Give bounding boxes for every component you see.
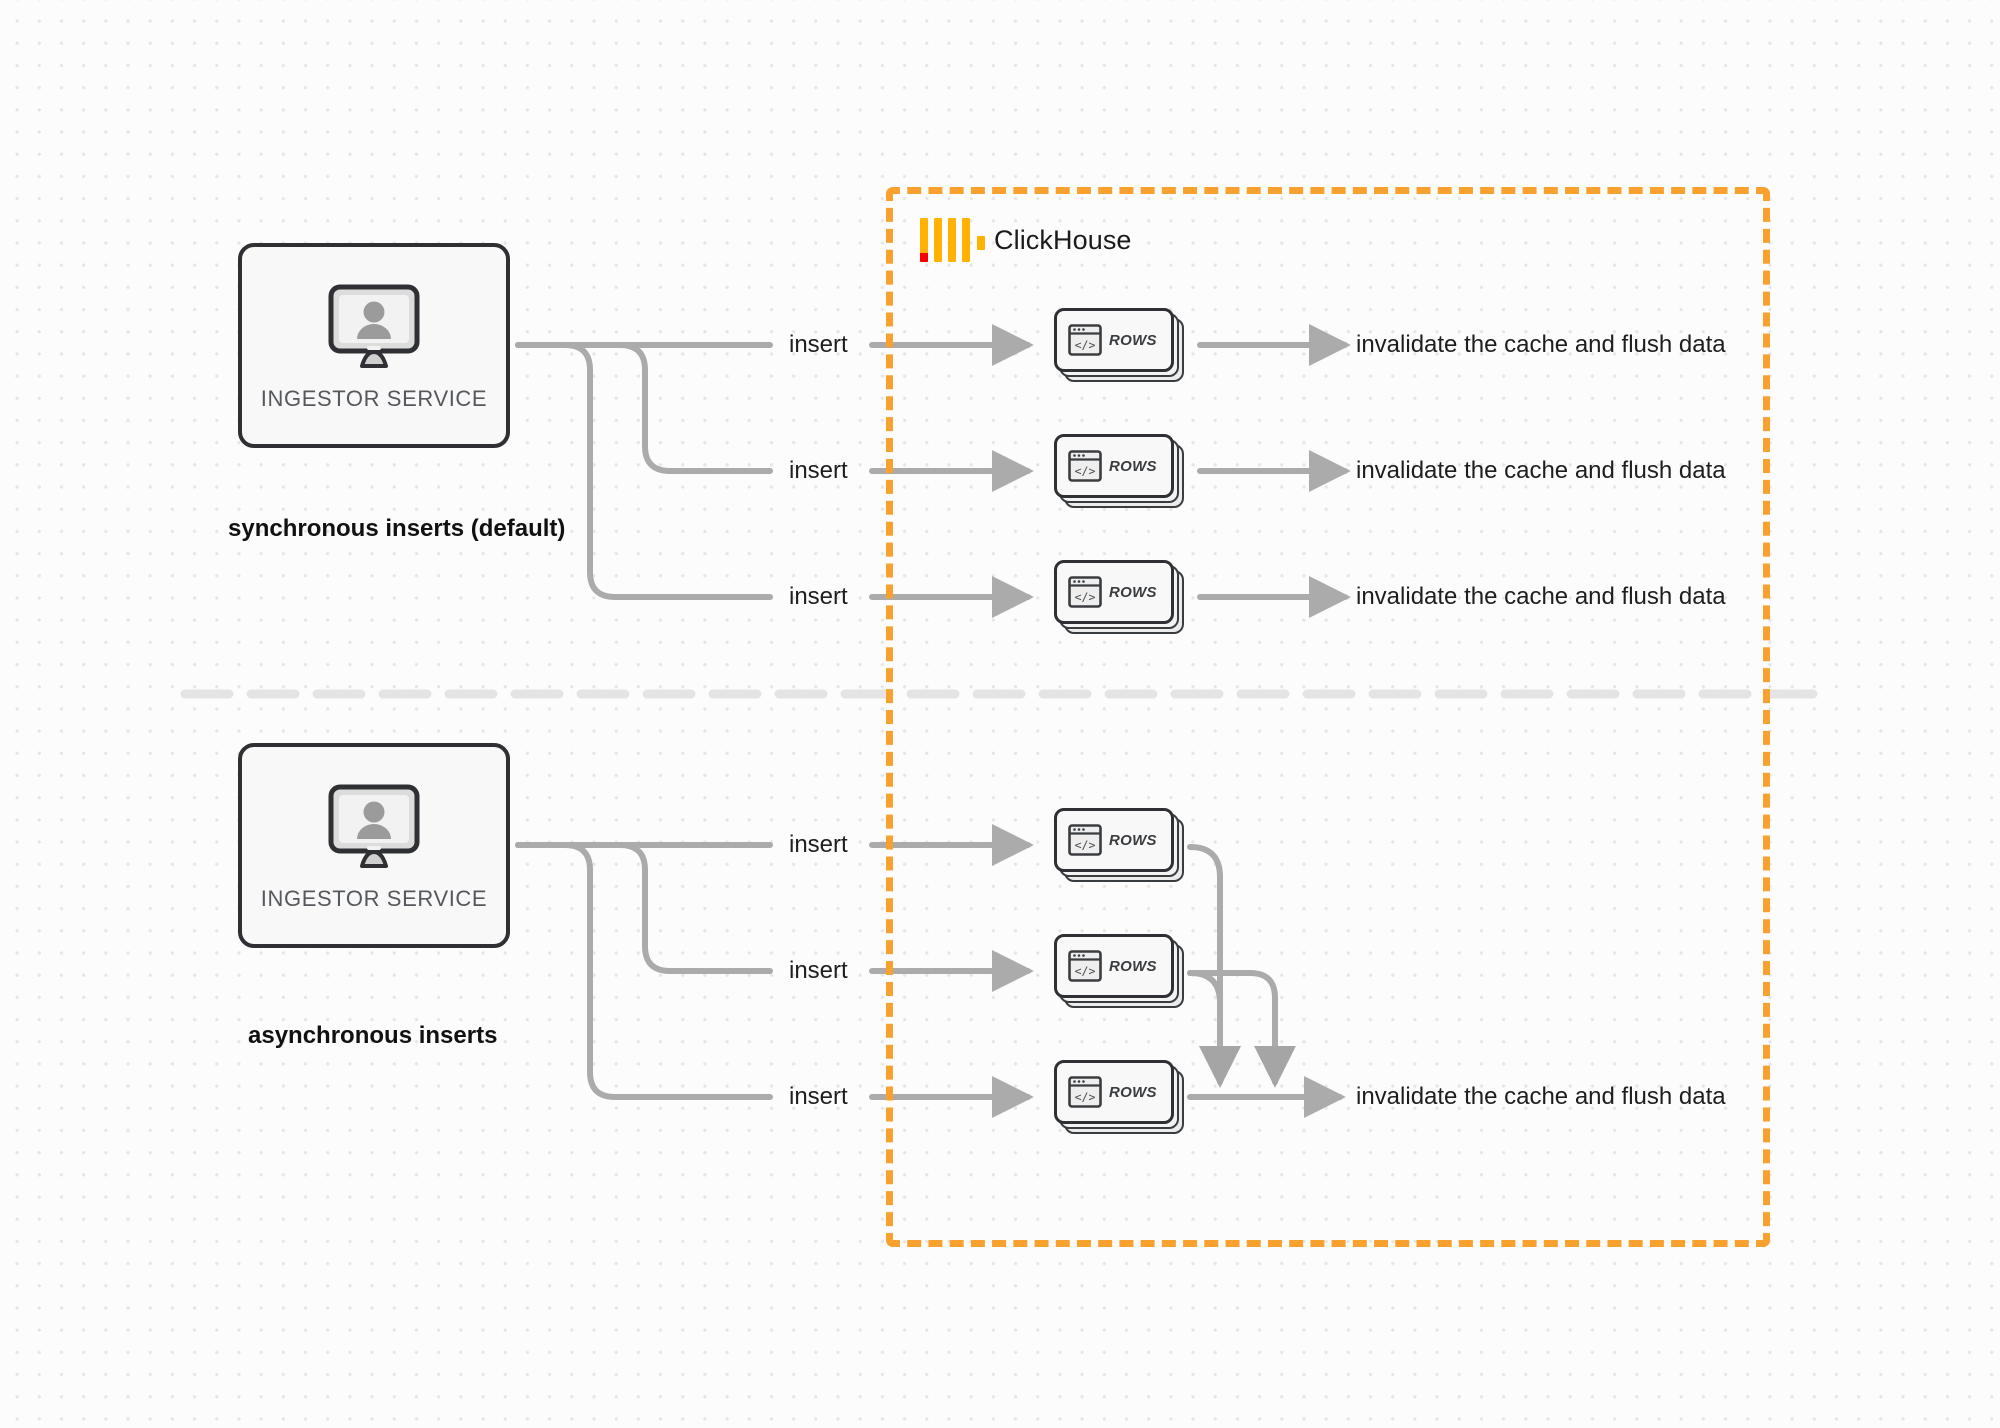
mode-label-synchronous: synchronous inserts (default) — [228, 515, 566, 542]
clickhouse-brand: ClickHouse — [920, 218, 1132, 262]
ingestor-service-label: INGESTOR SERVICE — [260, 385, 488, 411]
clickhouse-logo-icon — [920, 218, 985, 262]
fanout-bottom-3 — [515, 842, 773, 1100]
rows-card-front[interactable]: </> ROWS — [1054, 934, 1174, 998]
flush-label-bottom-merged: invalidate the cache and flush data — [1356, 1083, 1726, 1110]
insert-label-bottom-1: insert — [789, 831, 848, 858]
merge-arrow-from-rows-2 — [1187, 970, 1241, 1088]
rows-card-top-3[interactable]: </> ROWS — [1054, 560, 1184, 634]
svg-text:</>: </> — [1075, 464, 1096, 478]
user-monitor-icon — [326, 284, 422, 372]
code-window-icon: </> — [1068, 950, 1102, 982]
flush-label-top-3: invalidate the cache and flush data — [1356, 583, 1726, 610]
rows-label: ROWS — [1109, 331, 1157, 349]
ingestor-service-card-asynchronous[interactable]: INGESTOR SERVICE — [238, 743, 510, 948]
insert-label-bottom-2: insert — [789, 957, 848, 984]
insert-label-top-3: insert — [789, 583, 848, 610]
code-window-icon: </> — [1068, 324, 1102, 356]
rows-card-front[interactable]: </> ROWS — [1054, 1060, 1174, 1124]
insert-label-top-2: insert — [789, 457, 848, 484]
rows-label: ROWS — [1109, 831, 1157, 849]
code-window-icon: </> — [1068, 450, 1102, 482]
clickhouse-brand-label: ClickHouse — [994, 224, 1132, 255]
rows-card-front[interactable]: </> ROWS — [1054, 808, 1174, 872]
svg-text:</>: </> — [1075, 590, 1096, 604]
user-monitor-icon — [326, 784, 422, 872]
rows-card-front[interactable]: </> ROWS — [1054, 308, 1174, 372]
ingestor-service-label: INGESTOR SERVICE — [260, 885, 488, 911]
mode-label-asynchronous: asynchronous inserts — [248, 1022, 498, 1049]
rows-card-top-2[interactable]: </> ROWS — [1054, 434, 1184, 508]
svg-text:</>: </> — [1075, 1090, 1096, 1104]
code-window-icon: </> — [1068, 824, 1102, 856]
insert-label-top-1: insert — [789, 331, 848, 358]
flush-label-top-2: invalidate the cache and flush data — [1356, 457, 1726, 484]
fanout-bottom-2 — [515, 842, 773, 974]
svg-text:</>: </> — [1075, 338, 1096, 352]
rows-card-top-1[interactable]: </> ROWS — [1054, 308, 1184, 382]
insert-label-bottom-3: insert — [789, 1083, 848, 1110]
fanout-top-2 — [515, 342, 773, 474]
merge-arrow-from-rows-1 — [1187, 844, 1241, 1088]
fanout-top-3 — [515, 342, 773, 600]
merge-arrow-secondary — [1187, 970, 1296, 1088]
rows-card-bottom-2[interactable]: </> ROWS — [1054, 934, 1184, 1008]
code-window-icon: </> — [1068, 1076, 1102, 1108]
rows-label: ROWS — [1109, 957, 1157, 975]
svg-text:</>: </> — [1075, 838, 1096, 852]
flush-label-top-1: invalidate the cache and flush data — [1356, 331, 1726, 358]
rows-card-bottom-1[interactable]: </> ROWS — [1054, 808, 1184, 882]
rows-label: ROWS — [1109, 583, 1157, 601]
rows-label: ROWS — [1109, 457, 1157, 475]
rows-card-front[interactable]: </> ROWS — [1054, 434, 1174, 498]
svg-text:</>: </> — [1075, 964, 1096, 978]
rows-label: ROWS — [1109, 1083, 1157, 1101]
rows-card-front[interactable]: </> ROWS — [1054, 560, 1174, 624]
ingestor-service-card-synchronous[interactable]: INGESTOR SERVICE — [238, 243, 510, 448]
code-window-icon: </> — [1068, 576, 1102, 608]
rows-card-bottom-3[interactable]: </> ROWS — [1054, 1060, 1184, 1134]
